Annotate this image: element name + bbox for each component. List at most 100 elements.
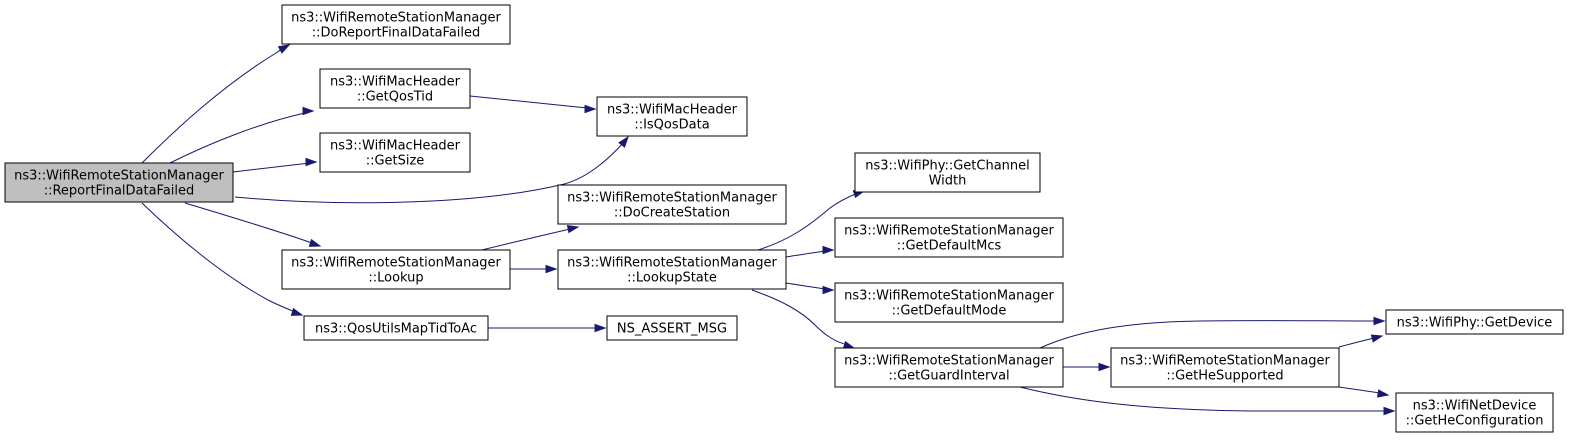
arrowhead-icon [566,224,580,234]
node-doCreateStation[interactable]: ns3::WifiRemoteStationManager::DoCreateS… [557,184,787,225]
node-label-line: ::GetGuardInterval [888,369,1009,384]
node-label-line: ::LookupState [627,271,717,286]
node-getDefaultMode[interactable]: ns3::WifiRemoteStationManager::GetDefaul… [834,282,1064,323]
node-label-line: ns3::WifiRemoteStationManager [291,256,501,271]
edge-getGuardInterval-to-getHeConfiguration [1019,386,1396,416]
node-label-line: ns3::WifiRemoteStationManager [291,11,501,26]
edge-root-to-qosUtilsMapTidToAc [141,202,304,316]
edge-root-to-isQosData [234,135,629,204]
node-root[interactable]: ns3::WifiRemoteStationManager::ReportFin… [4,162,234,203]
edge-line [232,162,311,173]
node-box [1110,347,1340,388]
node-box [606,315,738,341]
node-isQosData[interactable]: ns3::WifiMacHeader::IsQosData [596,96,748,137]
node-label-line: ns3::WifiPhy::GetChannel [865,159,1030,174]
node-getQosTid[interactable]: ns3::WifiMacHeader::GetQosTid [319,68,471,109]
edge-line [1019,386,1386,412]
edge-root-to-lookup [184,202,322,247]
node-getHeConfiguration[interactable]: ns3::WifiNetDevice::GetHeConfiguration [1395,392,1554,433]
node-label-line: Width [929,174,967,189]
node-qosUtilsMapTidToAc[interactable]: ns3::QosUtilsMapTidToAc [303,315,489,341]
node-label-line: ::GetHeSupported [1166,369,1283,384]
node-label-line: ns3::WifiMacHeader [607,103,738,118]
edge-qosUtilsMapTidToAc-to-nsAssertMsg [488,323,607,333]
edge-line [1338,337,1375,348]
node-label-line: ns3::QosUtilsMapTidToAc [315,322,477,337]
edge-line [234,141,625,204]
arrowhead-icon [618,135,629,148]
edge-getGuardInterval-to-getHeSupported [1063,362,1111,372]
edge-line [751,289,849,346]
arrowhead-icon [822,245,835,255]
node-label-line: ns3::WifiMacHeader [330,139,461,154]
edge-lookup-to-lookupState [510,264,558,274]
node-label-line: ns3::WifiRemoteStationManager [567,191,777,206]
arrowhead-icon [822,285,835,295]
node-label-line: ::GetDefaultMcs [897,239,1002,254]
edge-line [184,202,313,244]
edge-getHeSupported-to-getDevice [1338,334,1384,348]
arrowhead-icon [594,323,607,333]
node-getSize[interactable]: ns3::WifiMacHeader::GetSize [319,132,471,173]
node-label-line: ::GetSize [366,154,425,169]
node-box [1395,392,1554,433]
node-box [834,217,1064,258]
arrowhead-icon [290,307,304,316]
node-box [319,68,471,109]
node-box [319,132,471,173]
node-box [303,315,489,341]
node-nsAssertMsg[interactable]: NS_ASSERT_MSG [606,315,738,341]
node-label-line: NS_ASSERT_MSG [617,322,727,337]
node-box [281,249,511,290]
arrowhead-icon [302,106,315,116]
node-getGuardInterval[interactable]: ns3::WifiRemoteStationManager::GetGuardI… [834,347,1064,388]
edges-layer [141,44,1396,416]
node-lookup[interactable]: ns3::WifiRemoteStationManager::Lookup [281,249,511,290]
node-label-line: ns3::WifiRemoteStationManager [567,256,777,271]
node-box [557,184,787,225]
node-doReportFinalDataFailed[interactable]: ns3::WifiRemoteStationManager::DoReportF… [281,4,511,45]
node-getDefaultMcs[interactable]: ns3::WifiRemoteStationManager::GetDefaul… [834,217,1064,258]
node-lookupState[interactable]: ns3::WifiRemoteStationManager::LookupSta… [557,249,787,290]
node-label-line: ::GetQosTid [357,90,433,105]
edge-getQosTid-to-isQosData [469,95,597,114]
edge-lookup-to-doCreateStation [481,224,580,251]
arrowhead-icon [545,264,558,274]
edge-root-to-getSize [232,157,318,173]
node-label-line: ns3::WifiRemoteStationManager [1120,354,1330,369]
edge-line [141,202,299,314]
node-label-line: ns3::WifiRemoteStationManager [844,354,1054,369]
node-label-line: ns3::WifiRemoteStationManager [844,224,1054,239]
node-label-line: ns3::WifiRemoteStationManager [14,169,224,184]
arrowhead-icon [584,104,597,114]
edge-line [785,282,826,290]
node-label-line: ns3::WifiNetDevice [1413,399,1537,414]
node-label-line: ns3::WifiMacHeader [330,75,461,90]
edge-line [169,112,306,164]
edge-line [481,228,571,251]
node-getHeSupported[interactable]: ns3::WifiRemoteStationManager::GetHeSupp… [1110,347,1340,388]
edge-line [1338,386,1381,394]
edge-line [1039,320,1377,349]
node-box [281,4,511,45]
edge-root-to-getQosTid [169,106,315,164]
arrowhead-icon [277,44,291,54]
arrowhead-icon [1373,316,1386,326]
node-label-line: ::GetDefaultMode [892,304,1007,319]
node-getDevice[interactable]: ns3::WifiPhy::GetDevice [1385,309,1564,335]
arrowhead-icon [1098,362,1111,372]
node-box [834,282,1064,323]
edge-line [469,95,588,109]
arrowhead-icon [1376,389,1390,398]
edge-line [141,44,290,164]
node-label-line: ns3::WifiPhy::GetDevice [1397,316,1553,331]
edge-getGuardInterval-to-getDevice [1039,316,1386,349]
arrowhead-icon [1370,334,1384,343]
edge-lookupState-to-getDefaultMode [785,282,835,295]
edge-line [785,250,826,258]
nodes-layer: ns3::WifiRemoteStationManager::ReportFin… [4,4,1564,433]
node-box [596,96,748,137]
arrowhead-icon [1383,406,1396,416]
